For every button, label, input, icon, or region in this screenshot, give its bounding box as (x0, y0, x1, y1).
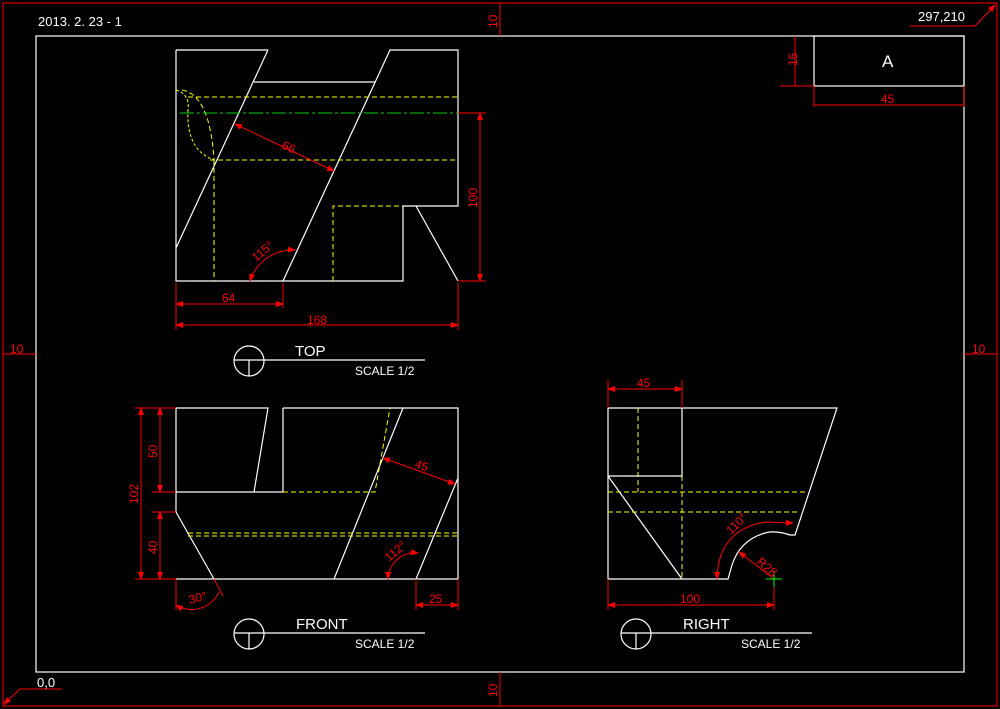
top-dim-64: 64 (222, 291, 236, 305)
front-dim-25: 25 (429, 592, 443, 606)
right-angle-110: 110° (723, 510, 750, 537)
top-view-title: TOP (295, 343, 326, 360)
title-block-letter: A (882, 52, 894, 71)
front-view-symbol (233, 618, 425, 650)
title-height-dim: 15 (786, 52, 800, 66)
front-view-title: FRONT (296, 616, 348, 633)
top-dim-100: 100 (466, 188, 480, 208)
top-view-scale: SCALE 1/2 (355, 364, 415, 378)
right-radius-28: R28 (754, 555, 780, 580)
title-block (780, 35, 965, 107)
title-width-dim: 45 (881, 92, 895, 106)
margin-right-label: 10 (972, 342, 986, 356)
sheet-size-label: 297,210 (918, 9, 965, 24)
top-view-symbol (233, 345, 425, 377)
origin-label: 0,0 (37, 675, 55, 690)
right-view-title: RIGHT (683, 616, 730, 633)
right-dim-45: 45 (637, 376, 651, 390)
top-view[interactable] (175, 49, 486, 330)
right-view-scale: SCALE 1/2 (741, 637, 801, 651)
top-dim-168: 168 (307, 313, 327, 327)
margin-top-label: 10 (486, 14, 500, 28)
top-angle-115: 115° (249, 238, 276, 264)
front-dim-45: 45 (413, 457, 431, 475)
front-dim-102: 102 (127, 484, 141, 504)
right-dim-100: 100 (680, 592, 700, 606)
margin-left-label: 10 (10, 342, 24, 356)
top-dim-66: 66 (280, 138, 298, 156)
right-view-symbol (620, 618, 812, 650)
margin-bottom-label: 10 (486, 683, 500, 697)
front-angle-30: 30° (187, 589, 208, 607)
center-mark-icon (766, 571, 782, 587)
front-dim-40: 40 (146, 540, 160, 554)
front-view[interactable] (135, 407, 459, 612)
front-view-scale: SCALE 1/2 (355, 637, 415, 651)
sheet-id: 2013. 2. 23 - 1 (38, 14, 122, 29)
right-view[interactable] (607, 380, 838, 610)
front-dim-50: 50 (146, 444, 160, 458)
